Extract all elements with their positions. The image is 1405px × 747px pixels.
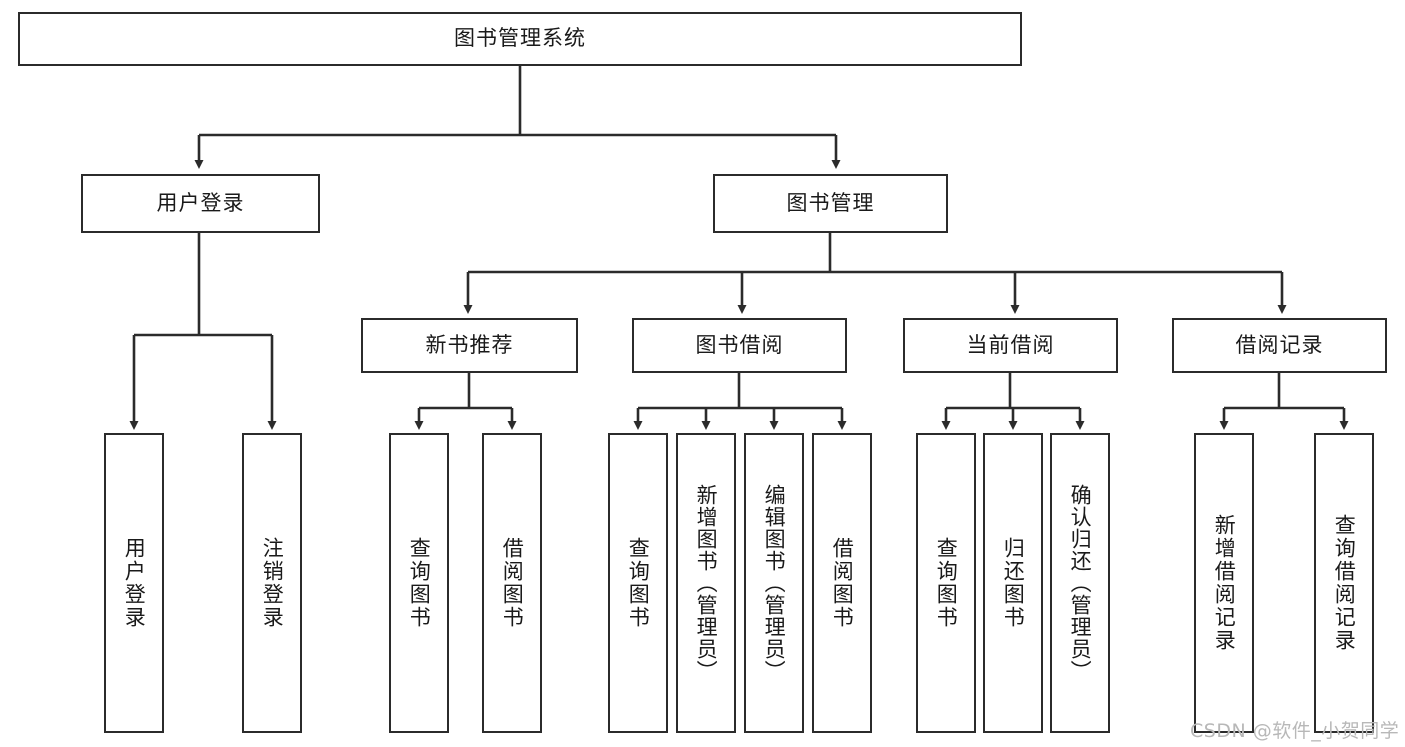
leaf-label: 编辑图书（管理员）: [762, 484, 787, 682]
node-current-borrow[interactable]: 当前借阅: [903, 318, 1118, 373]
leaf-label: 查询图书: [407, 537, 432, 629]
leaf-label: 注销登录: [260, 537, 285, 629]
leaf-label: 新增图书（管理员）: [694, 484, 719, 682]
node-book-management-label: 图书管理: [786, 190, 875, 215]
csdn-watermark: CSDN @软件_小贺同学: [1190, 720, 1400, 742]
node-user-login[interactable]: 用户登录: [81, 174, 320, 233]
node-borrow-record[interactable]: 借阅记录: [1172, 318, 1387, 373]
node-book-borrow[interactable]: 图书借阅: [632, 318, 847, 373]
leaf-borrow-add-book-admin[interactable]: 新增图书（管理员）: [676, 433, 736, 733]
leaf-borrow-edit-book-admin[interactable]: 编辑图书（管理员）: [744, 433, 804, 733]
leaf-label: 用户登录: [122, 537, 147, 629]
node-book-borrow-label: 图书借阅: [695, 332, 784, 357]
leaf-label: 归还图书: [1001, 537, 1026, 629]
node-new-book-recommend-label: 新书推荐: [425, 332, 514, 357]
leaf-borrow-query-book[interactable]: 查询图书: [608, 433, 668, 733]
leaf-recommend-borrow-book[interactable]: 借阅图书: [482, 433, 542, 733]
node-user-login-label: 用户登录: [156, 190, 245, 215]
node-root[interactable]: 图书管理系统: [18, 12, 1022, 66]
leaf-user-login-signin[interactable]: 用户登录: [104, 433, 164, 733]
leaf-label: 新增借阅记录: [1212, 514, 1237, 652]
node-current-borrow-label: 当前借阅: [966, 332, 1055, 357]
leaf-user-login-signout[interactable]: 注销登录: [242, 433, 302, 733]
leaf-label: 查询借阅记录: [1332, 514, 1357, 652]
leaf-recommend-query-book[interactable]: 查询图书: [389, 433, 449, 733]
leaf-current-confirm-return-admin[interactable]: 确认归还（管理员）: [1050, 433, 1110, 733]
leaf-label: 确认归还（管理员）: [1068, 484, 1093, 682]
leaf-label: 查询图书: [626, 537, 651, 629]
leaf-borrow-borrow-book[interactable]: 借阅图书: [812, 433, 872, 733]
leaf-label: 借阅图书: [500, 537, 525, 629]
leaf-record-query-record[interactable]: 查询借阅记录: [1314, 433, 1374, 733]
leaf-record-add-record[interactable]: 新增借阅记录: [1194, 433, 1254, 733]
node-new-book-recommend[interactable]: 新书推荐: [361, 318, 578, 373]
node-root-label: 图书管理系统: [454, 26, 586, 51]
leaf-label: 借阅图书: [830, 537, 855, 629]
leaf-current-query-book[interactable]: 查询图书: [916, 433, 976, 733]
leaf-label: 查询图书: [934, 537, 959, 629]
node-borrow-record-label: 借阅记录: [1235, 332, 1324, 357]
leaf-current-return-book[interactable]: 归还图书: [983, 433, 1043, 733]
node-book-management[interactable]: 图书管理: [713, 174, 948, 233]
